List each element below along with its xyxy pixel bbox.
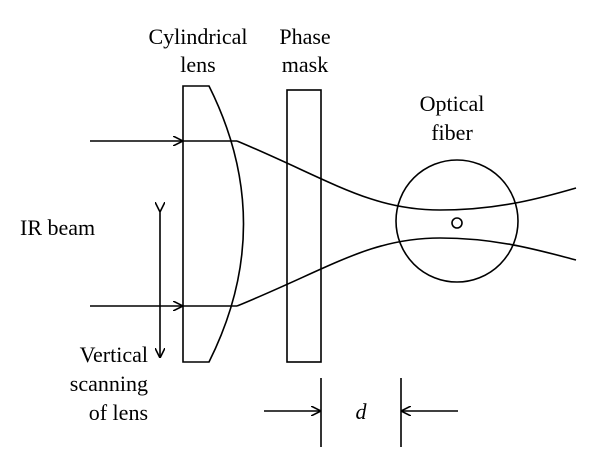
beam-envelope-upper — [236, 140, 577, 211]
optical-fiber — [395, 159, 519, 283]
distance-label: d — [356, 399, 368, 424]
beam-envelope-lower — [236, 237, 577, 307]
optical-fiber-label-line2: fiber — [431, 120, 473, 145]
fiber-core — [451, 217, 463, 229]
phase-mask-label-line2: mask — [282, 52, 328, 77]
vertical-scanning-label-line2: scanning — [70, 371, 148, 396]
ir-beam-label: IR beam — [20, 215, 95, 240]
optical-fiber-label-line1: Optical — [420, 91, 485, 116]
cylindrical-lens — [182, 85, 245, 363]
phase-mask-label-line1: Phase — [279, 24, 330, 49]
vertical-scanning-label-line3: of lens — [89, 400, 148, 425]
cylindrical-lens-label-line2: lens — [180, 52, 215, 77]
phase-mask — [286, 89, 322, 363]
vertical-scanning-label-line1: Vertical — [80, 342, 148, 367]
cylindrical-lens-label-line1: Cylindrical — [149, 24, 248, 49]
